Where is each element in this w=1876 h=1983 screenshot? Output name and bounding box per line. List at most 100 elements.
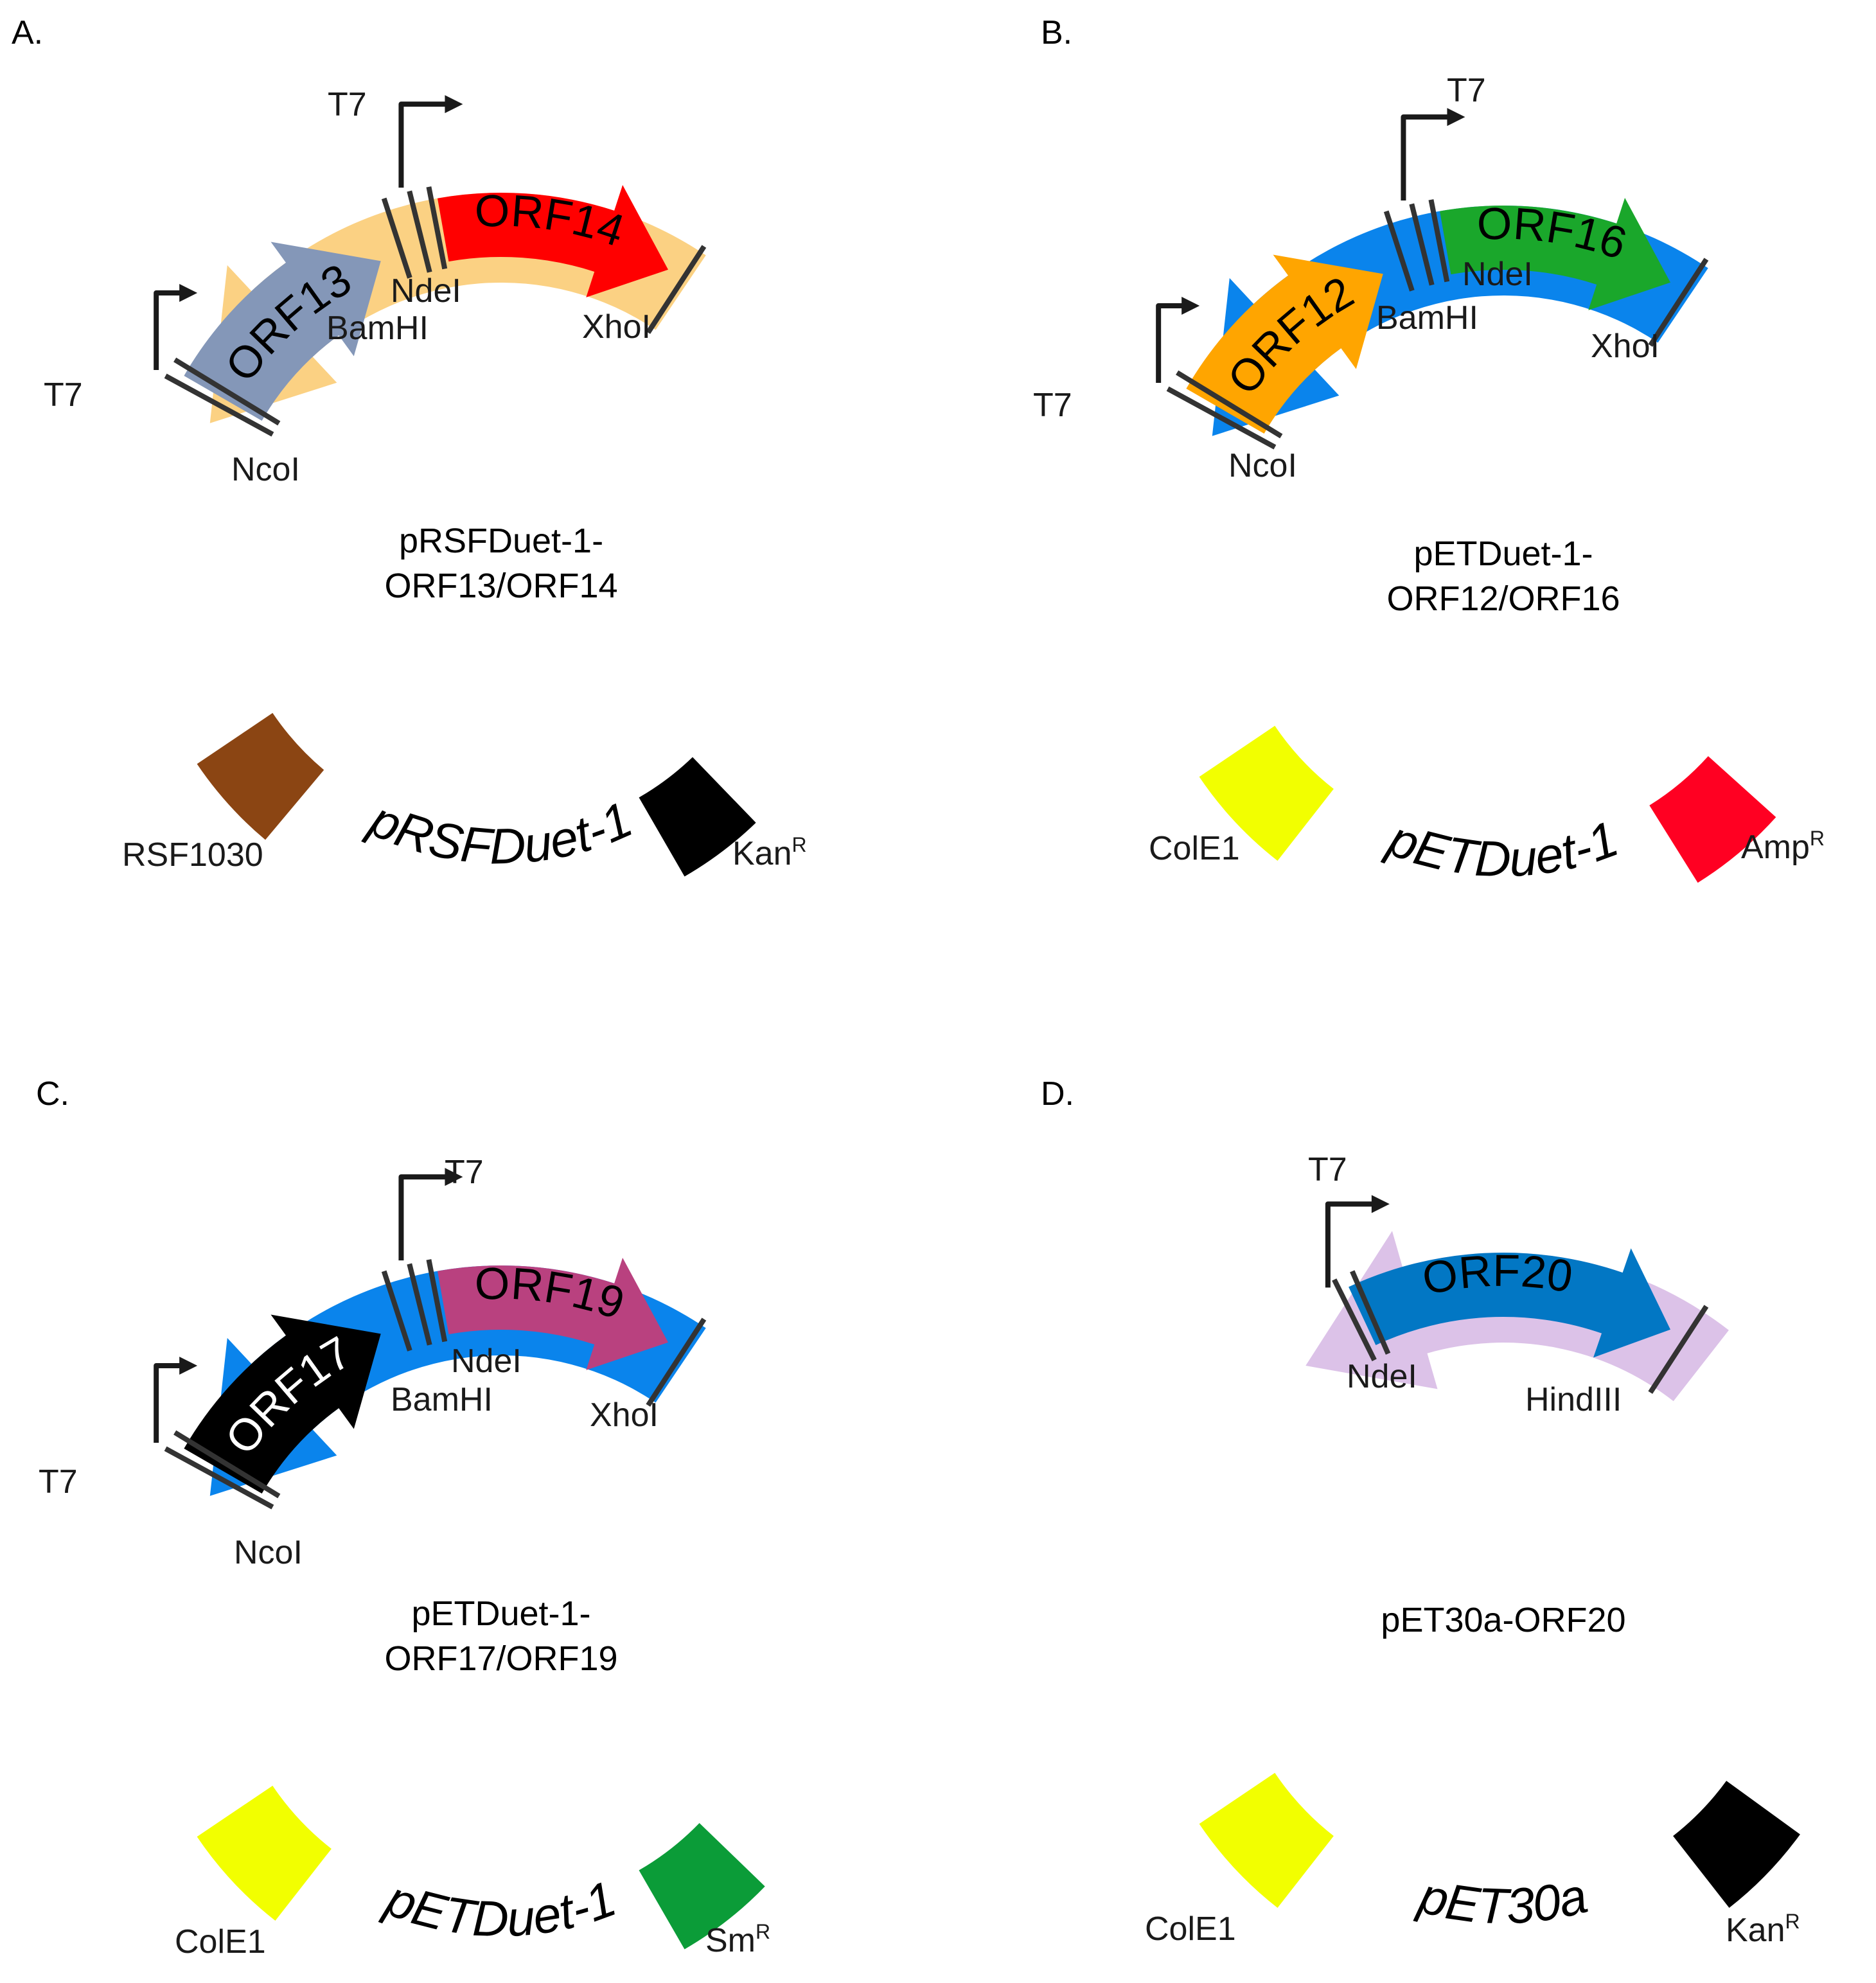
ncoi-site-mark: [1166, 386, 1277, 450]
ncoi-site-mark: [1176, 370, 1283, 439]
xhoi-label: XhoI: [590, 1397, 659, 1434]
backbone-label: pRSFDuet-1: [361, 790, 641, 875]
ncoi-site-mark: [164, 1446, 274, 1510]
panel-letter: B.: [1041, 14, 1072, 51]
t7-promoter-1-head: [179, 1357, 198, 1375]
plasmid-title-line-1: pRSFDuet-1-: [399, 522, 603, 560]
xhoi-label: XhoI: [1591, 328, 1659, 365]
origin-label: ColE1: [1149, 830, 1240, 867]
t7-promoter-1: [154, 1363, 182, 1443]
gene2-arrow: [1440, 198, 1670, 310]
bamhi-site-mark: [381, 1270, 412, 1352]
ncoi-site-mark: [173, 357, 281, 426]
backbone-label: pETDuet-1: [378, 1869, 623, 1948]
bamhi-site-mark: [381, 197, 412, 279]
xhoi-label: XhoI: [582, 308, 651, 346]
xhoi-site-mark: [646, 1318, 707, 1407]
ndei-site-mark: [426, 1259, 448, 1343]
t7-promoter-1-head: [179, 284, 198, 302]
origin-segment: [1199, 725, 1334, 861]
origin-label: ColE1: [1145, 1910, 1236, 1948]
t7-promoter-2-head: [1447, 108, 1465, 127]
bamhi-label: BamHI: [1376, 299, 1478, 337]
gene1-arrow: [1349, 1248, 1670, 1358]
origin-segment: [197, 712, 324, 840]
t7-label-1: T7: [1033, 387, 1072, 424]
ndei-site-mark: [426, 186, 448, 270]
ncoi-label: NcoI: [1228, 447, 1297, 484]
resistance-marker-label: KanR: [1726, 1910, 1800, 1949]
ndei-site-mark: [1332, 1278, 1377, 1362]
panel-letter: D.: [1041, 1075, 1074, 1113]
bamhi-label: BamHI: [391, 1381, 493, 1418]
gene2-arrow: [438, 185, 668, 297]
ncoi-label: NcoI: [234, 1534, 303, 1571]
origin-label: ColE1: [175, 1923, 266, 1961]
bamhi-label: BamHI: [326, 310, 429, 347]
t7-promoter-1-head: [1181, 297, 1200, 315]
bamhi-site-mark-2: [1409, 203, 1435, 286]
t7-promoter-2: [1401, 114, 1450, 201]
plasmid-title-line-2: ORF17/ORF19: [384, 1639, 617, 1678]
t7-label-2: T7: [445, 1154, 484, 1191]
resistance-marker-label: SmR: [705, 1920, 770, 1959]
gene1-label: ORF20: [1419, 1246, 1577, 1304]
origin-segment: [197, 1785, 332, 1921]
plasmid-title-line-2: ORF13/ORF14: [384, 567, 617, 605]
plasmid-title-line-2: ORF12/ORF16: [1386, 579, 1620, 618]
gene1-arrow: [1186, 254, 1383, 434]
gene1-arrow: [184, 242, 381, 421]
t7-promoter-1-head: [1371, 1195, 1390, 1213]
t7-label-1: T7: [44, 376, 83, 414]
panel-letter: C.: [36, 1075, 69, 1113]
resistance-marker-segment: [639, 757, 756, 877]
t7-label-1: T7: [1308, 1151, 1347, 1188]
origin-segment: [1199, 1772, 1334, 1908]
resistance-marker-segment: [1673, 1781, 1800, 1908]
resistance-marker-segment: [639, 1823, 765, 1950]
t7-promoter-2-head: [445, 95, 463, 114]
ncoi-site-mark: [164, 373, 274, 437]
xhoi-site-mark: [1648, 258, 1709, 347]
t7-label-2: T7: [1447, 72, 1486, 109]
resistance-marker-label: KanR: [732, 833, 807, 872]
ndei-label: NdeI: [451, 1343, 522, 1380]
backbone-label: pET30a: [1413, 1867, 1593, 1935]
bamhi-site-mark: [1383, 210, 1415, 292]
t7-promoter-2: [398, 101, 448, 188]
plasmid-title-line-1: pETDuet-1-: [411, 1594, 590, 1633]
panel-letter: A.: [12, 14, 43, 51]
t7-label-2: T7: [328, 86, 367, 123]
ndei-label: NdeI: [1462, 256, 1533, 293]
ndei-site-mark-2: [1350, 1270, 1391, 1355]
t7-promoter-1: [1156, 303, 1185, 383]
t7-promoter-1: [1325, 1201, 1374, 1288]
gene2-arrow: [438, 1258, 668, 1370]
plasmid-title-line-1: pET30a-ORF20: [1381, 1601, 1625, 1639]
origin-label: RSF1030: [122, 836, 263, 874]
gene1-arrow: [184, 1314, 381, 1494]
ndei-label: NdeI: [1347, 1358, 1417, 1395]
t7-promoter-2: [398, 1174, 448, 1261]
hindiii-label: HindIII: [1525, 1381, 1622, 1418]
ncoi-label: NcoI: [231, 451, 300, 488]
plasmid-title-line-1: pETDuet-1-: [1413, 534, 1593, 573]
hindiii-site-mark: [1648, 1305, 1709, 1394]
ndei-label: NdeI: [391, 272, 461, 310]
xhoi-site-mark: [646, 245, 707, 334]
t7-label-1: T7: [39, 1463, 78, 1501]
resistance-marker-label: AmpR: [1741, 827, 1825, 866]
ncoi-site-mark: [173, 1430, 281, 1499]
backbone-label: pETDuet-1: [1380, 809, 1625, 888]
bamhi-site-mark-2: [407, 1263, 432, 1346]
ndei-site-mark: [1428, 199, 1450, 283]
t7-promoter-1: [154, 290, 182, 370]
bamhi-site-mark-2: [407, 190, 432, 273]
resistance-marker-segment: [1649, 756, 1776, 883]
t7-promoter-2-head: [445, 1168, 463, 1186]
